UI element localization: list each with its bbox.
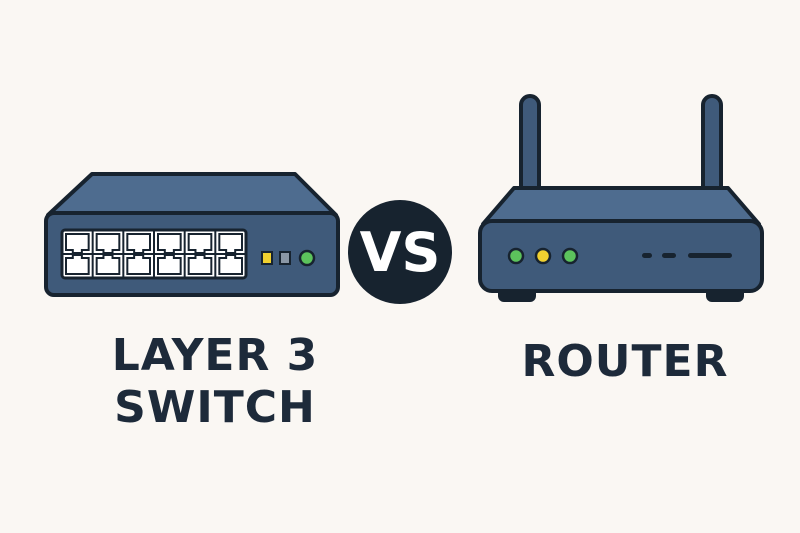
switch-port — [187, 254, 213, 275]
router-indicator-bar — [688, 253, 732, 258]
wifi-router-icon — [478, 94, 764, 302]
router-top-panel — [481, 186, 761, 226]
switch-port — [157, 233, 182, 254]
switch-port — [126, 233, 151, 254]
vs-label: VS — [360, 221, 441, 284]
router-indicator-dash-2 — [662, 253, 676, 258]
vs-circle — [348, 200, 452, 304]
router-led-green-1 — [507, 247, 525, 265]
switch-led-gray — [279, 251, 291, 265]
switch-led-green — [298, 249, 316, 267]
router-led-yellow — [534, 247, 552, 265]
switch-led-yellow — [261, 251, 273, 265]
router-led-green-2 — [561, 247, 579, 265]
switch-ports — [62, 230, 246, 278]
switch-caption-line-1: LAYER 3 — [111, 330, 319, 381]
switch-port — [126, 254, 151, 275]
switch-top-panel — [46, 172, 338, 217]
router-front-panel — [478, 219, 764, 293]
switch-port — [65, 233, 90, 254]
switch-port — [65, 254, 90, 275]
router-caption: ROUTER — [521, 336, 729, 387]
switch-port — [157, 254, 182, 275]
switch-port — [218, 233, 243, 254]
network-switch-icon — [44, 172, 340, 297]
switch-port — [187, 233, 213, 254]
switch-port — [95, 233, 121, 254]
switch-caption: LAYER 3 SWITCH — [60, 330, 370, 434]
vs-badge: VS — [348, 200, 452, 304]
switch-port — [218, 254, 243, 275]
switch-caption-line-2: SWITCH — [114, 382, 316, 433]
router-indicator-dash-1 — [642, 253, 652, 258]
switch-port — [95, 254, 121, 275]
